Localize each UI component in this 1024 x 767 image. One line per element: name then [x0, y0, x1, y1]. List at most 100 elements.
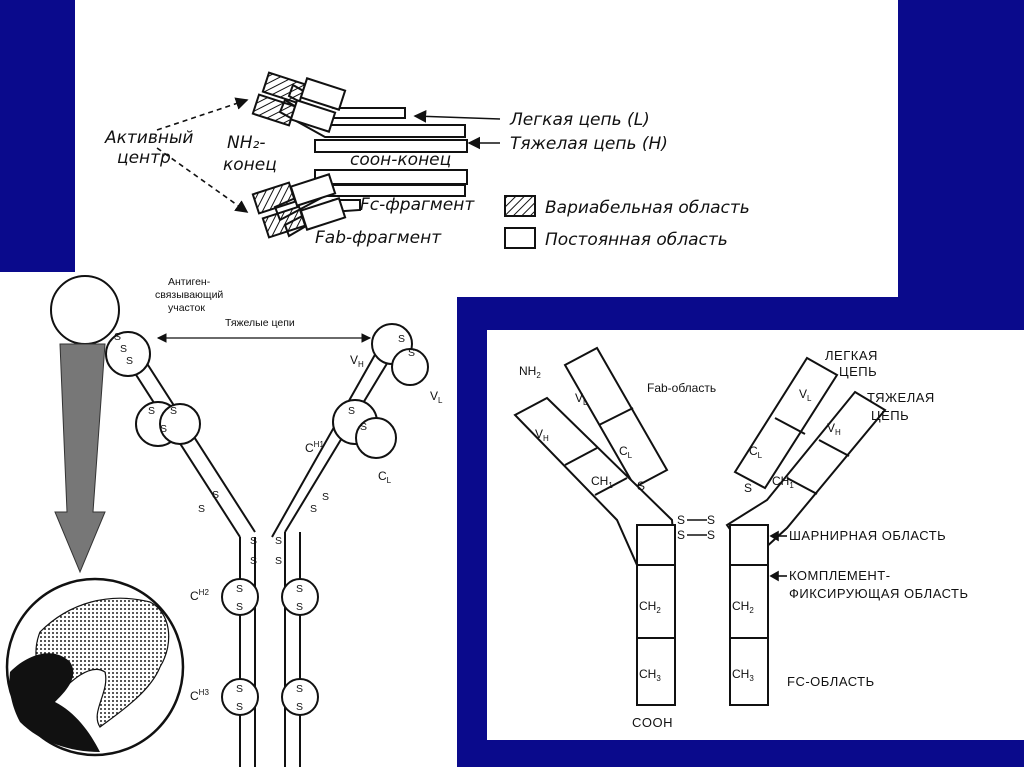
- antigen-site-magnifier: [50, 275, 120, 345]
- left-ch1-domain-b: [159, 403, 201, 445]
- s-bond: S: [348, 405, 355, 417]
- active-center-label-2: центр: [117, 148, 171, 168]
- antibody-fragment-schematic: Легкая цепь (L) Тяжелая цепь (Н) Активны…: [75, 0, 898, 297]
- s-bond: S: [236, 683, 243, 695]
- antibody-shape: [9, 653, 100, 752]
- right-vl-domain: [391, 348, 429, 386]
- legend-variable-swatch: [504, 195, 536, 217]
- upper-constant-block-2: [289, 99, 337, 133]
- disulfide-labels: S S S S S S S S S S S S S S S S S S S S …: [114, 331, 415, 713]
- s-bond: S: [275, 535, 282, 547]
- left-vh-label: VH: [535, 427, 549, 443]
- s-bond: S: [250, 535, 257, 547]
- s-bond: S: [360, 421, 367, 433]
- right-ch1-label: CH1: [772, 474, 794, 490]
- left-ch1-label: CH1: [591, 474, 613, 490]
- s-bond: S: [296, 601, 303, 613]
- fc-region-label: FC-ОБЛАСТЬ: [787, 674, 875, 689]
- s-bond: S: [160, 423, 167, 435]
- s-bond: S: [707, 528, 715, 542]
- left-ch2-domain: [221, 578, 259, 616]
- s-bond: S: [398, 333, 405, 345]
- s-bond: S: [114, 331, 121, 343]
- left-vh-domain: [105, 331, 151, 377]
- s-bond: S: [637, 479, 645, 493]
- s-bond: S: [170, 405, 177, 417]
- lower-variable-block-2: [261, 205, 307, 239]
- s-bond: S: [296, 683, 303, 695]
- heavy-chain-label-1: ТЯЖЕЛАЯ: [867, 390, 935, 405]
- right-ch2-domain: [281, 578, 319, 616]
- fab-region-label: Fab-область: [647, 381, 716, 395]
- fab-fragment-label: Fab-фрагмент: [315, 228, 442, 248]
- fc-fragment-label: Fc-фрагмент: [360, 195, 475, 215]
- s-bond: S: [126, 355, 133, 367]
- right-stem: [729, 524, 769, 706]
- ch3-label: CH3: [190, 688, 209, 703]
- antigen-site-label-2: связывающий: [155, 289, 223, 301]
- nh2-end-label-1: NH₂-: [227, 133, 265, 153]
- left-ch2-label: CH2: [639, 599, 661, 615]
- legend-constant-swatch: [504, 227, 536, 249]
- s-bond: S: [212, 489, 219, 501]
- hinge-region-label: ШАРНИРНАЯ ОБЛАСТЬ: [789, 528, 946, 543]
- antigen-site-label-3: участок: [168, 302, 205, 314]
- s-bond: S: [707, 513, 715, 527]
- right-ch3-domain: [281, 678, 319, 716]
- ch2-label: CH2: [190, 588, 209, 603]
- left-ch3-label: CH3: [639, 667, 661, 683]
- s-bond: S: [275, 555, 282, 567]
- antibody-domain-schematic: S S S S S S NH2 Fab-область VL VH CL CH1…: [487, 330, 1024, 740]
- s-bond: S: [148, 405, 155, 417]
- right-cl-label: CL: [749, 444, 763, 460]
- s-bond: S: [296, 701, 303, 713]
- cooh-label: COOH: [632, 715, 673, 730]
- hinge-disulfides: S S S S S S: [637, 479, 752, 542]
- s-bond: S: [120, 343, 127, 355]
- complement-label-2: ФИКСИРУЮЩАЯ ОБЛАСТЬ: [789, 586, 969, 601]
- heavy-chain-label: Тяжелая цепь (Н): [510, 134, 668, 154]
- s-bond: S: [677, 513, 685, 527]
- s-bond: S: [250, 555, 257, 567]
- right-ch3-label: CH3: [732, 667, 754, 683]
- left-cl-label: CL: [619, 444, 633, 460]
- antigen-site-label-1: Антиген-: [168, 276, 211, 288]
- left-ch3-domain: [221, 678, 259, 716]
- right-vl-label: VL: [799, 387, 812, 403]
- constant-region-label: Постоянная область: [545, 230, 728, 250]
- fc-lower-chain: [314, 169, 468, 185]
- active-center-label-1: Активный: [104, 128, 193, 148]
- s-bond: S: [296, 583, 303, 595]
- right-ch2-label: CH2: [732, 599, 754, 615]
- s-bond: S: [310, 503, 317, 515]
- right-vh-label: VH: [827, 421, 841, 437]
- s-bond: S: [408, 347, 415, 359]
- left-stem: [636, 524, 676, 706]
- heavy-chain-label-2: ЦЕПЬ: [871, 408, 909, 423]
- ch1-label: CH1: [305, 440, 324, 455]
- lower-constant-block-2: [299, 197, 347, 231]
- antibody-y-structure: S S S S S S S S S S S S S S S S S S S S …: [0, 272, 457, 767]
- s-bond: S: [744, 481, 752, 495]
- left-vl-label: VL: [575, 391, 588, 407]
- s-bond: S: [677, 528, 685, 542]
- complement-label-1: КОМПЛЕМЕНТ-: [789, 568, 891, 583]
- upper-constant-block-1: [299, 77, 347, 111]
- nh2-end-label-2: конец: [223, 155, 277, 175]
- fc-upper-chain: [314, 139, 468, 153]
- magnify-arrow: [54, 343, 106, 574]
- light-chain-label-1: ЛЕГКАЯ: [825, 348, 878, 363]
- cooh-end-label: соон-конец: [350, 150, 451, 170]
- heavy-chains-label: Тяжелые цепи: [225, 317, 295, 329]
- s-bond: S: [236, 583, 243, 595]
- s-bond: S: [198, 503, 205, 515]
- vl-label: VL: [430, 389, 443, 405]
- s-bond: S: [236, 601, 243, 613]
- s-bond: S: [236, 701, 243, 713]
- vh-label: VH: [350, 353, 364, 369]
- nh2-label: NH2: [519, 364, 541, 380]
- lower-constant-block-1: [289, 173, 337, 207]
- light-chain-label-2: ЦЕПЬ: [839, 364, 877, 379]
- variable-region-label: Вариабельная область: [545, 198, 750, 218]
- cl-label: CL: [378, 469, 392, 485]
